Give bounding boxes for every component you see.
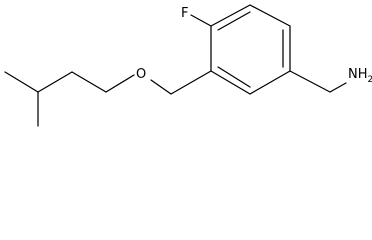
bond-c1-f — [190, 14, 212, 27]
bond-c1-c2-chain — [71, 71, 107, 93]
ring-bond-c1-c2 — [210, 4, 251, 27]
amine-atom-label: NH2 — [348, 67, 372, 85]
bond-c2-c3-chain — [37, 71, 73, 93]
fluoro-substituent: F — [181, 6, 212, 27]
ring-bond-c4-c5 — [249, 70, 291, 95]
benzene-ring — [210, 4, 291, 95]
ring-double-bond-c1-c2 — [217, 11, 251, 31]
bond-o-c1 — [105, 74, 135, 93]
chemical-structure: F NH2 O — [4, 4, 372, 127]
ring-bond-c2-c3 — [249, 4, 291, 27]
isopentyloxymethyl-chain: O — [4, 67, 212, 127]
aminomethyl-substituent: NH2 — [289, 67, 372, 93]
oxygen-atom-label: O — [136, 67, 146, 82]
bond-c3-methyl-left — [4, 71, 39, 93]
bond-ch2-o — [150, 79, 172, 95]
ring-bond-c5-c6 — [210, 70, 251, 95]
bond-c3-ch2 — [289, 70, 331, 93]
bond-ch2-n — [329, 82, 347, 93]
fluorine-atom-label: F — [181, 6, 188, 21]
amine-subscript-text: 2 — [368, 75, 372, 85]
amine-nh-text: NH — [348, 67, 368, 82]
ring-double-bond-c5-c6 — [217, 66, 251, 88]
bond-c6-ch2 — [170, 70, 212, 95]
